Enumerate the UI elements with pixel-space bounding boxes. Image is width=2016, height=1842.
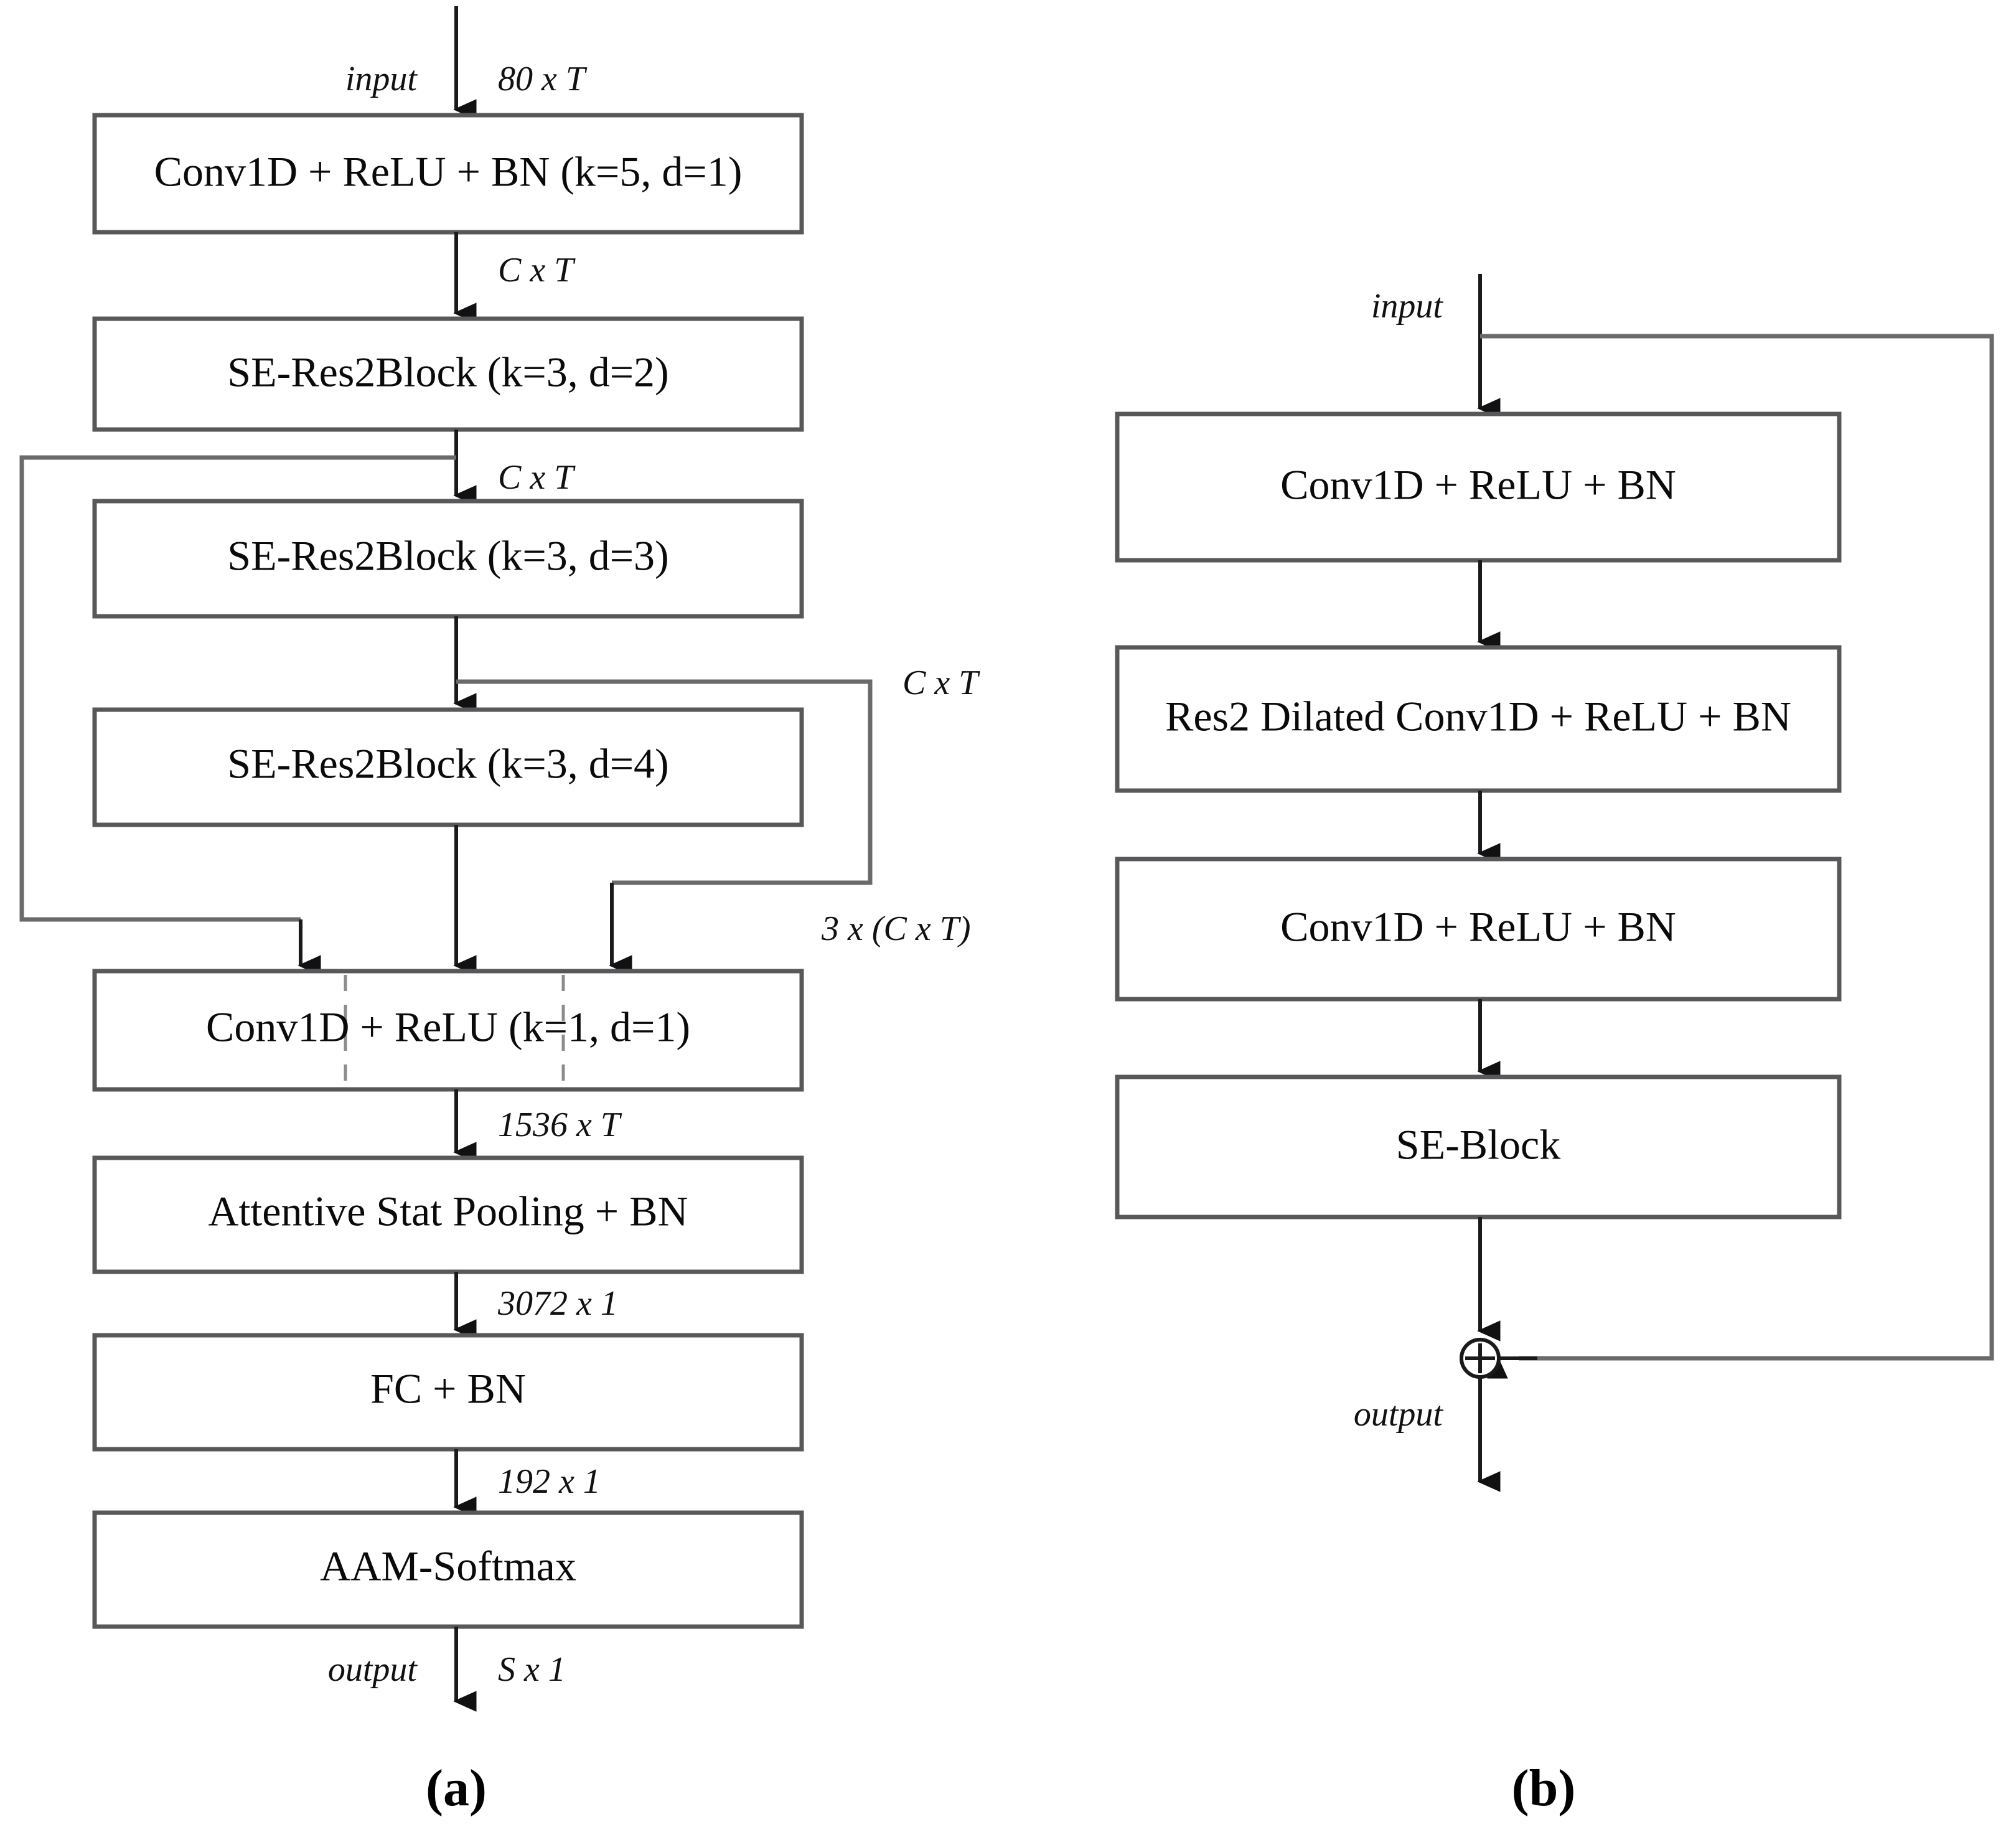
block-b-se-block[interactable] <box>1115 1074 1842 1219</box>
block-aam-softmax-label: AAM-Softmax <box>320 1543 576 1590</box>
block-se-res2block-d4-label: SE-Res2Block (k=3, d=4) <box>227 740 668 787</box>
sum-node-b[interactable] <box>1460 1338 1501 1379</box>
annotation-dim-192x1: 192 x 1 <box>498 1462 601 1501</box>
block-attentive-stat-pooling[interactable] <box>92 1155 804 1274</box>
block-se-res2block-d4[interactable] <box>92 707 804 827</box>
annotation-output-b: output <box>1354 1395 1444 1434</box>
annotation-output-a: output <box>328 1650 418 1689</box>
annotation-dim-cxt-3: C x T <box>903 664 980 702</box>
block-b-conv1d-relu-bn-2[interactable] <box>1115 857 1842 1002</box>
block-se-res2block-d3[interactable] <box>92 499 804 619</box>
annotation-dim-cxt-2: C x T <box>498 458 576 497</box>
annotation-input-b: input <box>1371 287 1444 326</box>
block-conv1d-relu-k1-label: Conv1D + ReLU (k=1, d=1) <box>206 1003 690 1051</box>
block-b-res2-dilated[interactable] <box>1115 645 1842 793</box>
block-b-conv1d-relu-bn-2-label: Conv1D + ReLU + BN <box>1280 903 1676 951</box>
annotation-dim-1536xT: 1536 x T <box>498 1106 622 1144</box>
block-fc-bn-label: FC + BN <box>370 1365 526 1412</box>
block-se-res2block-d2-label: SE-Res2Block (k=3, d=2) <box>227 349 668 396</box>
block-se-res2block-d2[interactable] <box>92 316 804 432</box>
block-b-se-block-label: SE-Block <box>1396 1121 1560 1168</box>
block-attentive-stat-pooling-label: Attentive Stat Pooling + BN <box>208 1188 688 1235</box>
skip-connection-right-branch <box>456 679 873 885</box>
block-conv1d-relu-bn-k5[interactable] <box>92 113 804 235</box>
annotation-dim-80xT: 80 x T <box>498 60 588 98</box>
block-conv1d-relu-k1[interactable] <box>92 969 804 1092</box>
annotation-dim-Sx1: S x 1 <box>498 1650 566 1689</box>
annotation-dim-3072x1: 3072 x 1 <box>497 1284 618 1323</box>
block-se-res2block-d3-label: SE-Res2Block (k=3, d=3) <box>227 532 668 580</box>
block-aam-softmax[interactable] <box>92 1510 804 1629</box>
block-conv1d-relu-bn-k5-label: Conv1D + ReLU + BN (k=5, d=1) <box>154 148 743 195</box>
skip-connection-left-branch <box>19 455 456 922</box>
panel-label-b: (b) <box>1512 1759 1576 1817</box>
block-b-conv1d-relu-bn-1[interactable] <box>1115 411 1842 563</box>
block-b-conv1d-relu-bn-1-label: Conv1D + ReLU + BN <box>1280 461 1676 509</box>
block-fc-bn[interactable] <box>92 1333 804 1452</box>
residual-skip-connection-b <box>1480 334 1994 1361</box>
annotation-input-a: input <box>345 60 418 98</box>
annotation-dim-3xcxt: 3 x (C x T) <box>821 909 971 948</box>
block-b-res2-dilated-label: Res2 Dilated Conv1D + ReLU + BN <box>1165 693 1791 740</box>
panel-label-a: (a) <box>426 1759 487 1817</box>
annotation-dim-cxt-1: C x T <box>498 251 576 289</box>
